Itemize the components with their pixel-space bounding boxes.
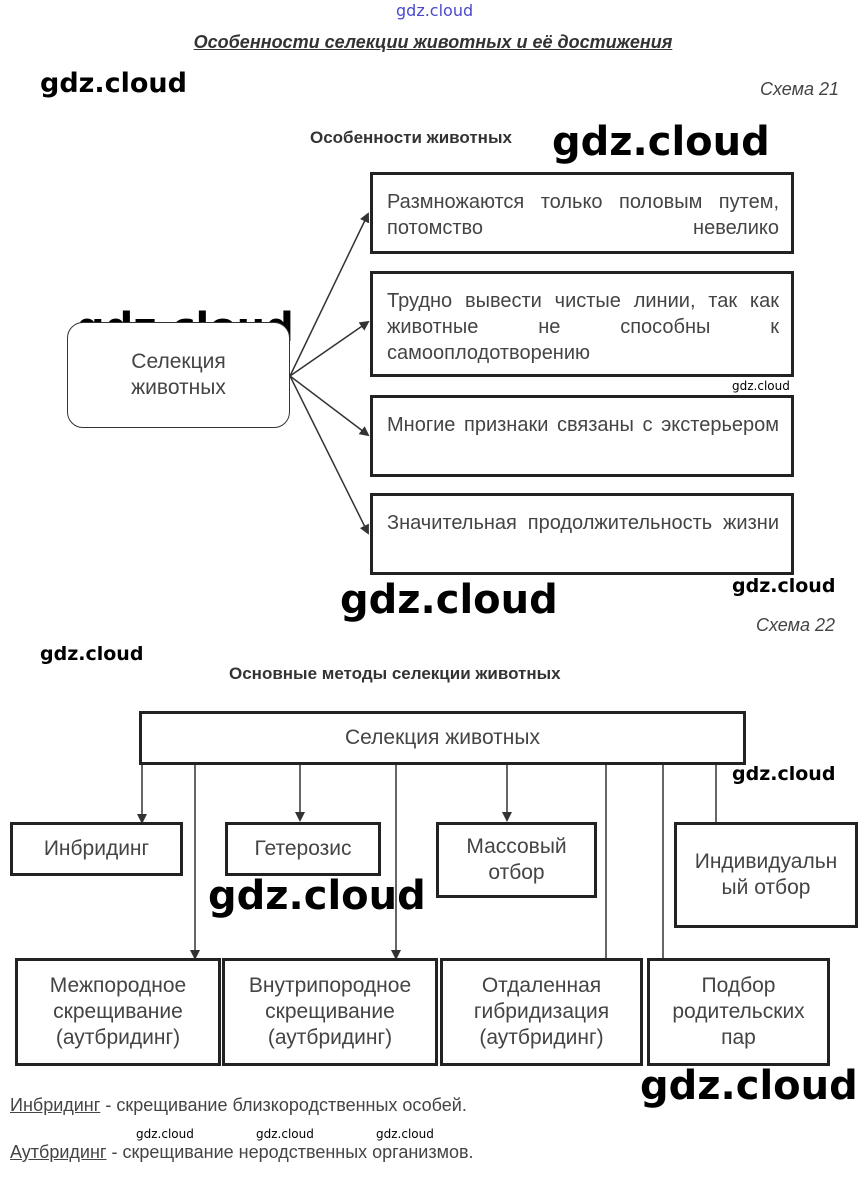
method-label: Массовый отбор	[466, 835, 567, 884]
definition-term: Аутбридинг	[10, 1142, 107, 1162]
method-label: Межпородное скрещивание (аутбридинг)	[49, 974, 187, 1049]
watermark-top: gdz.cloud	[396, 1, 474, 20]
method-label: Инбридинг	[43, 837, 150, 860]
method-label: Гетерозис	[254, 837, 352, 860]
method-intrabreed-crossing: Внутрипородное скрещивание (аутбридинг)	[222, 958, 438, 1066]
definition-inbreeding: Инбридинг - скрещивание близкородственны…	[10, 1095, 467, 1116]
method-label: Внутрипородное скрещивание (аутбридинг)	[248, 974, 412, 1049]
feature-box-2: Трудно вывести чистые линии, так как жив…	[370, 271, 794, 377]
watermark: gdz.cloud	[376, 1127, 434, 1141]
method-heterosis: Гетерозис	[225, 822, 381, 876]
method-parent-pair-selection: Подбор родительских пар	[647, 958, 830, 1066]
feature-text: Размножаются только половым путем, потом…	[387, 191, 779, 239]
center-node-label: Селекция животных	[131, 350, 226, 399]
watermark: gdz.cloud	[136, 1127, 194, 1141]
arrow-feature-1	[289, 212, 370, 377]
method-distant-hybridization: Отдаленная гибридизация (аутбридинг)	[440, 958, 643, 1066]
root-node-selection: Селекция животных	[139, 711, 746, 765]
watermark: gdz.cloud	[732, 763, 836, 785]
arrow-feature-3	[289, 375, 370, 437]
method-label: Подбор родительских пар	[672, 974, 805, 1049]
feature-box-3: Многие признаки связаны с экстерьером	[370, 395, 794, 477]
definition-text: - скрещивание неродственных организмов.	[106, 1142, 474, 1162]
feature-text: Трудно вывести чистые линии, так как жив…	[387, 290, 779, 364]
watermark: gdz.cloud	[732, 575, 836, 597]
watermark: gdz.cloud	[340, 577, 558, 623]
definition-text: - скрещивание близкородственных особей.	[100, 1095, 467, 1115]
watermark: gdz.cloud	[256, 1127, 314, 1141]
scheme-22-label: Схема 22	[756, 615, 835, 635]
definition-term: Инбридинг	[10, 1095, 101, 1115]
method-individual-selection: Индивидуальный отбор	[674, 822, 858, 928]
root-node-label: Селекция животных	[345, 726, 540, 749]
feature-box-4: Значительная продолжительность жизни	[370, 493, 794, 575]
definition-outbreeding: Аутбридинг - скрещивание неродственных о…	[10, 1142, 474, 1163]
watermark: gdz.cloud	[552, 119, 770, 165]
feature-text: Значительная продолжительность жизни	[387, 512, 779, 534]
scheme-21-heading: Особенности животных	[310, 128, 512, 147]
center-node-selection: Селекция животных	[67, 322, 290, 428]
arrow-feature-4	[289, 375, 369, 535]
method-label: Отдаленная гибридизация (аутбридинг)	[473, 974, 610, 1049]
watermark: gdz.cloud	[208, 873, 426, 919]
watermark: gdz.cloud	[732, 379, 790, 393]
scheme-21-label: Схема 21	[760, 79, 839, 99]
page-title: Особенности селекции животных и её дости…	[193, 32, 673, 52]
feature-box-1: Размножаются только половым путем, потом…	[370, 172, 794, 254]
scheme-22-heading: Основные методы селекции животных	[229, 664, 561, 683]
watermark: gdz.cloud	[640, 1063, 858, 1109]
method-interbreed-crossing: Межпородное скрещивание (аутбридинг)	[15, 958, 221, 1066]
method-mass-selection: Массовый отбор	[436, 822, 597, 898]
watermark: gdz.cloud	[40, 68, 187, 99]
arrow-feature-2	[289, 320, 370, 377]
watermark: gdz.cloud	[40, 643, 144, 665]
feature-text: Многие признаки связаны с экстерьером	[387, 414, 779, 436]
method-inbreeding: Инбридинг	[10, 822, 183, 876]
method-label: Индивидуальный отбор	[694, 850, 838, 899]
